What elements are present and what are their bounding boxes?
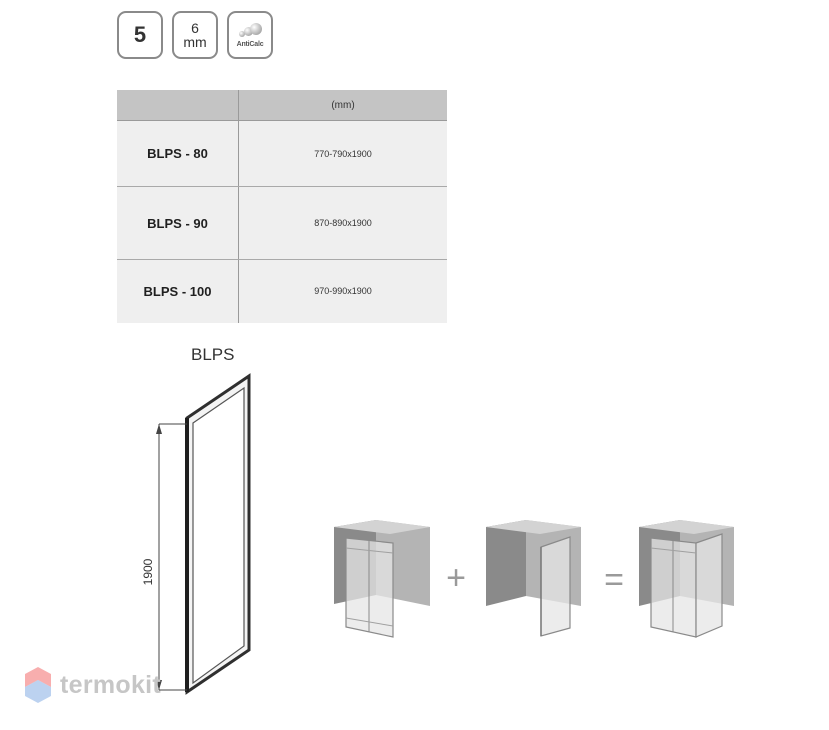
- enclosure-side-panel: [486, 520, 581, 637]
- equals-sign: =: [604, 561, 624, 599]
- thickness-unit: mm: [183, 34, 207, 50]
- termokit-watermark: termokit: [24, 666, 161, 704]
- diagram-title: BLPS: [191, 345, 235, 364]
- row-model: BLPS - 90: [117, 186, 239, 260]
- enclosure-sliding-door: [334, 520, 430, 638]
- plus-sign: +: [446, 559, 466, 597]
- glass-thickness-badge: 6 mm: [172, 11, 218, 59]
- enclosure-combined: [639, 520, 734, 638]
- dimensions-table: (mm) BLPS - 80 770-790x1900 BLPS - 90 87…: [117, 90, 447, 323]
- row-size: 870-890x1900: [238, 186, 447, 260]
- row-model: BLPS - 100: [117, 259, 239, 323]
- panel-drawing: [185, 373, 251, 695]
- table-row: BLPS - 100 970-990x1900: [117, 259, 447, 323]
- anticalc-badge: AntiCalc: [227, 11, 273, 59]
- row-model: BLPS - 80: [117, 120, 239, 187]
- table-row: BLPS - 80 770-790x1900: [117, 120, 447, 187]
- water-drops-icon: [238, 22, 262, 39]
- height-dimension-line: [156, 423, 187, 691]
- row-size: 770-790x1900: [238, 120, 447, 187]
- table-row: BLPS - 90 870-890x1900: [117, 186, 447, 260]
- termokit-logo-icon: [25, 667, 51, 703]
- table-header-row: (mm): [117, 90, 447, 121]
- warranty-badge: 5: [117, 11, 163, 59]
- anticalc-label: AntiCalc: [236, 40, 264, 48]
- row-size: 970-990x1900: [314, 286, 372, 297]
- header-size: (mm): [238, 90, 447, 121]
- header-model: [117, 90, 239, 121]
- thickness-value: 6: [191, 20, 199, 36]
- warranty-years: 5: [133, 22, 147, 47]
- watermark-text: termokit: [60, 670, 162, 699]
